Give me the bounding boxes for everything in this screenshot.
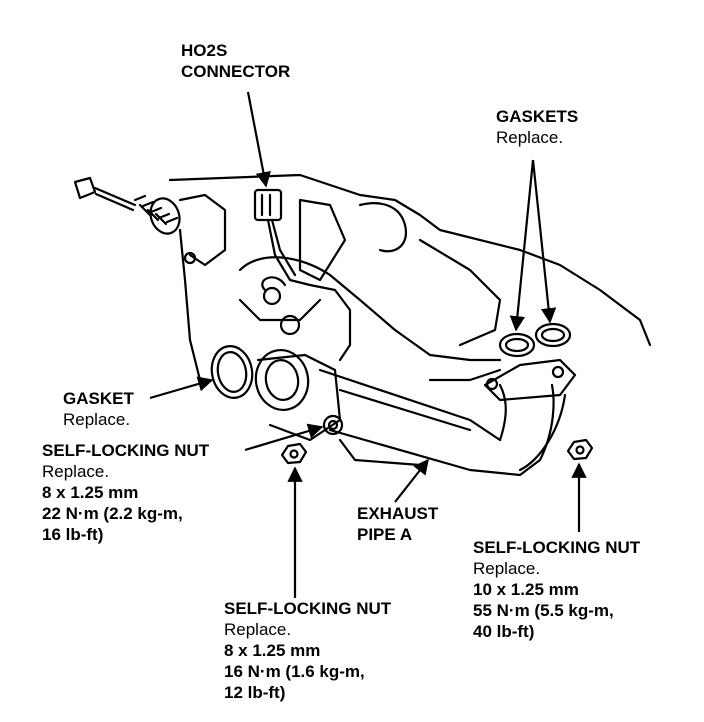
gasket-ring-left [210,345,254,399]
nut-bottom-torque1: 16 N·m (1.6 kg-m, [224,662,365,681]
exhaust-pipe-a-part [254,349,577,477]
nut-bottom-torque2: 12 lb-ft) [224,683,286,702]
nut-bottom-size: 8 x 1.25 mm [224,641,321,660]
ho2s-connector-label: HO2S CONNECTOR [181,40,290,82]
nut-right-torque2: 40 lb-ft) [473,622,535,641]
engine-lower-outline [178,228,202,382]
nut-left-leader [244,423,324,452]
nut-left-title: SELF-LOCKING NUT [42,441,210,460]
ho2s-line2: CONNECTOR [181,62,291,81]
gasket-ring-right-2 [534,322,572,348]
gasket-ring-right-1 [498,332,536,358]
exhaust-pipe-a-label: EXHAUST PIPE A [357,503,438,545]
gasket-title: GASKET [63,389,134,408]
gaskets-action: Replace. [496,128,564,147]
self-locking-nut-right-part [566,438,594,461]
exhaust-line1: EXHAUST [357,504,439,523]
nut-left-torque1: 22 N·m (2.2 kg-m, [42,504,183,523]
nut-right-action: Replace. [473,559,541,578]
self-locking-nut-left-label: SELF-LOCKING NUT Replace. 8 x 1.25 mm 22… [42,440,209,545]
gasket-label: GASKET Replace. [63,388,134,430]
ho2s-leader [246,91,271,188]
nut-bottom-action: Replace. [224,620,292,639]
exhaust-leader [394,458,429,503]
self-locking-nut-right-label: SELF-LOCKING NUT Replace. 10 x 1.25 mm 5… [473,537,640,642]
gaskets-leader-1 [509,159,535,332]
gaskets-title: GASKETS [496,107,579,126]
nut-left-action: Replace. [42,462,110,481]
ho2s-connector-part [253,188,352,362]
nut-left-size: 8 x 1.25 mm [42,483,139,502]
gasket-leader [149,376,214,400]
exhaust-line2: PIPE A [357,525,413,544]
self-locking-nut-bottom-label: SELF-LOCKING NUT Replace. 8 x 1.25 mm 16… [224,598,391,703]
gasket-action: Replace. [63,410,131,429]
nut-right-size: 10 x 1.25 mm [473,580,579,599]
self-locking-nut-bottom-part [280,442,308,465]
gaskets-leader-2 [531,159,557,324]
nut-right-torque1: 55 N·m (5.5 kg-m, [473,601,614,620]
nut-left-torque2: 16 lb-ft) [42,525,104,544]
nut-right-title: SELF-LOCKING NUT [473,538,641,557]
nut-bottom-title: SELF-LOCKING NUT [224,599,392,618]
ho2s-line1: HO2S [181,41,228,60]
bolt-spring-assembly [73,176,227,267]
self-locking-nut-left-part [322,414,344,436]
gaskets-label: GASKETS Replace. [496,106,578,148]
manifold-body [238,256,502,362]
engine-block-outline [168,173,652,347]
